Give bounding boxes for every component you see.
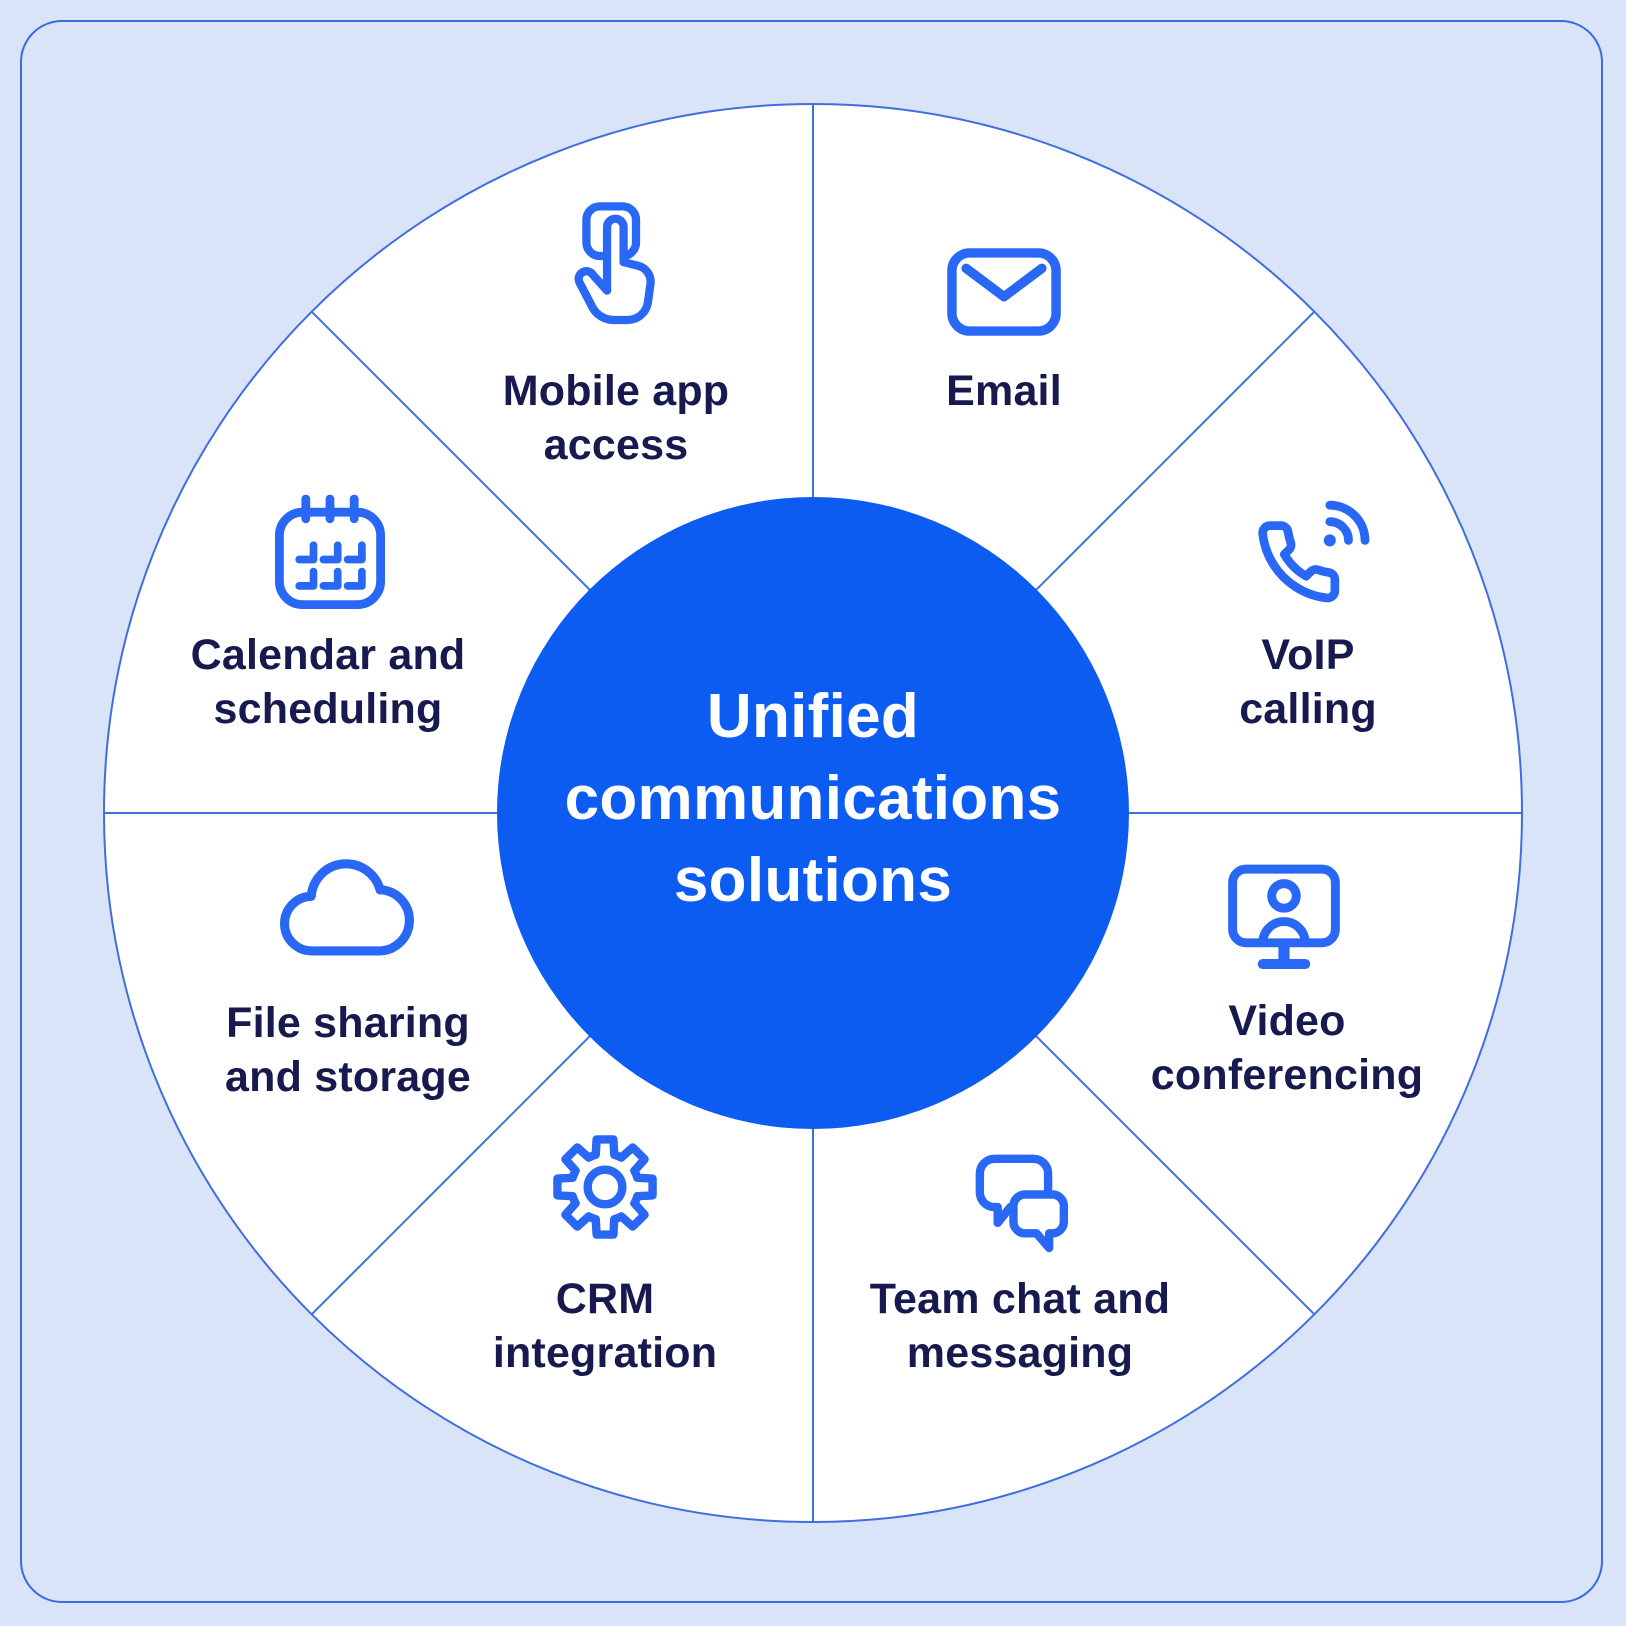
center-title: Unified communications solutions — [564, 682, 1062, 915]
cloud-icon — [280, 859, 414, 956]
segment-label: CRM integration — [492, 1275, 718, 1377]
wheel-center-circle — [497, 497, 1129, 1129]
envelope-icon — [947, 248, 1061, 336]
segment-label: Mobile app access — [502, 367, 730, 469]
segment-label: Calendar and scheduling — [190, 631, 466, 733]
rounded-border-frame — [20, 20, 1603, 1603]
segment-label: Team chat and messaging — [869, 1275, 1171, 1377]
phone-waves-icon — [1258, 500, 1370, 603]
monitor-person-icon — [1228, 864, 1340, 970]
segment-label: Video conferencing — [1150, 997, 1424, 1099]
chat-bubbles-icon — [975, 1154, 1069, 1253]
segment-label: VoIP calling — [1239, 631, 1377, 733]
segment-label: File sharing and storage — [225, 999, 471, 1101]
calendar-icon — [275, 494, 385, 609]
segment-label: Email — [946, 367, 1062, 415]
tap-finger-icon — [574, 202, 655, 325]
gear-icon — [553, 1135, 657, 1239]
